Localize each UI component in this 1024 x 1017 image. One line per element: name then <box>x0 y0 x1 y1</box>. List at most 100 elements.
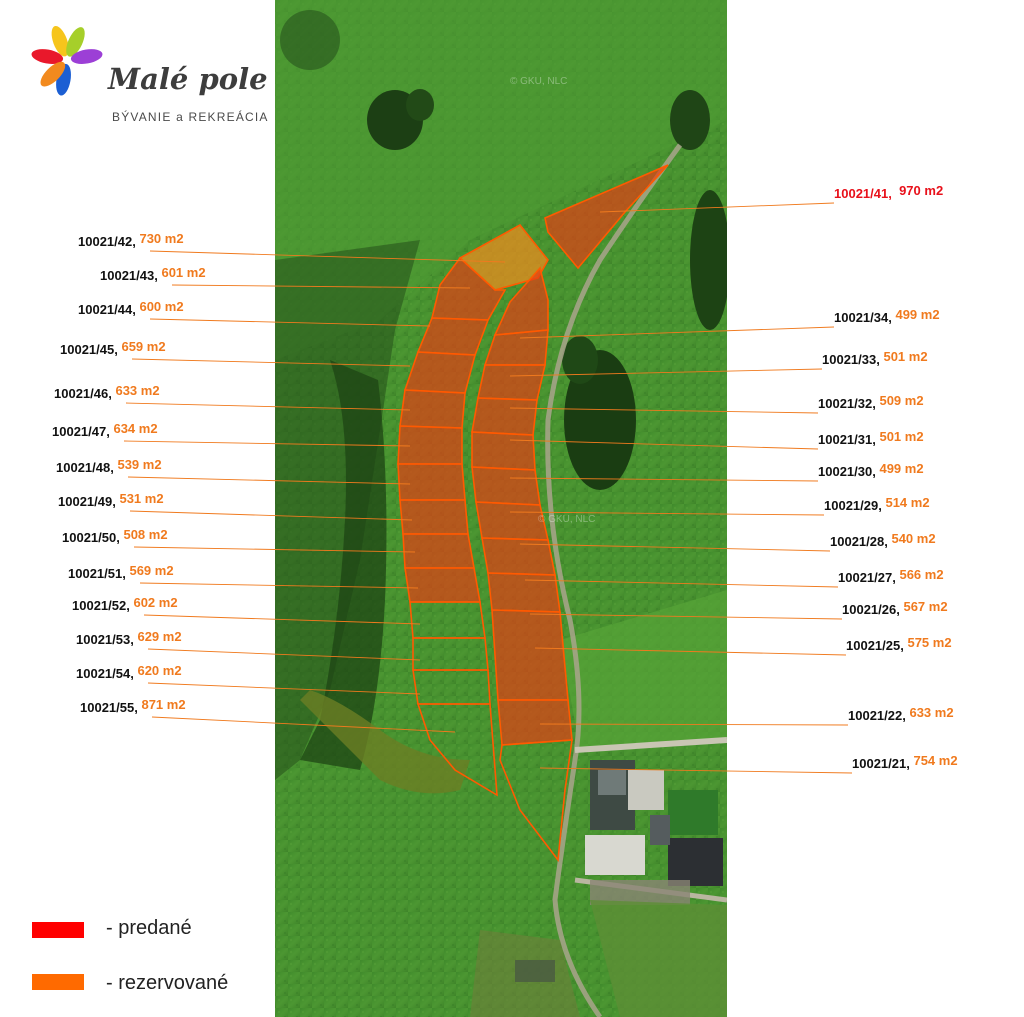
plot-id: 10021/29 <box>824 498 879 513</box>
plot-label-10021-42[interactable]: 10021/42, 730 m2 <box>78 231 184 250</box>
plot-id: 10021/44 <box>78 302 133 317</box>
plot-id: 10021/21 <box>852 756 907 771</box>
plot-label-10021-47[interactable]: 10021/47, 634 m2 <box>52 421 158 440</box>
plot-label-10021-33[interactable]: 10021/33, 501 m2 <box>822 349 928 368</box>
leader-line-10021-45 <box>131 358 411 367</box>
plot-area: 566 m2 <box>899 567 944 582</box>
plot-area: 659 m2 <box>121 339 166 354</box>
plot-10021-50[interactable] <box>402 533 475 569</box>
plot-separator: , <box>872 432 880 447</box>
plot-label-10021-34[interactable]: 10021/34, 499 m2 <box>834 307 940 326</box>
plot-separator: , <box>130 632 138 647</box>
plot-10021-52[interactable] <box>409 601 486 639</box>
plot-10021-48[interactable] <box>397 463 466 501</box>
plot-label-10021-48[interactable]: 10021/48, 539 m2 <box>56 457 162 476</box>
plot-separator: , <box>900 638 908 653</box>
plot-id: 10021/27 <box>838 570 893 585</box>
plot-id: 10021/53 <box>76 632 131 647</box>
plot-10021-30[interactable] <box>471 431 536 471</box>
logo-petal <box>70 49 103 64</box>
plot-10021-21[interactable] <box>499 739 573 863</box>
plot-10021-49[interactable] <box>399 499 469 535</box>
plot-10021-31[interactable] <box>471 397 538 436</box>
plot-10021-32[interactable] <box>477 364 547 401</box>
leader-line-10021-51 <box>139 582 419 589</box>
logo-title: Malé pole <box>108 62 268 96</box>
plot-10021-55[interactable] <box>416 703 498 797</box>
plot-10021-22[interactable] <box>497 699 573 746</box>
plot-label-10021-30[interactable]: 10021/30, 499 m2 <box>818 461 924 480</box>
plot-label-10021-31[interactable]: 10021/31, 501 m2 <box>818 429 924 448</box>
plot-10021-29[interactable] <box>471 466 541 506</box>
plot-id: 10021/22 <box>848 708 903 723</box>
plot-label-10021-50[interactable]: 10021/50, 508 m2 <box>62 527 168 546</box>
leader-line-10021-31 <box>509 439 819 450</box>
plot-label-10021-27[interactable]: 10021/27, 566 m2 <box>838 567 944 586</box>
plot-area: 633 m2 <box>909 705 954 720</box>
plot-area: 508 m2 <box>123 527 168 542</box>
plot-10021-41[interactable] <box>544 164 669 270</box>
plot-id: 10021/45 <box>60 342 115 357</box>
plot-area: 499 m2 <box>879 461 924 476</box>
plot-separator: , <box>888 186 900 201</box>
plot-label-10021-29[interactable]: 10021/29, 514 m2 <box>824 495 930 514</box>
plot-label-10021-28[interactable]: 10021/28, 540 m2 <box>830 531 936 550</box>
plot-10021-51[interactable] <box>404 567 481 603</box>
plot-10021-34[interactable] <box>493 266 549 336</box>
plot-10021-33[interactable] <box>483 329 549 366</box>
plot-id: 10021/46 <box>54 386 109 401</box>
plot-area: 509 m2 <box>879 393 924 408</box>
plot-area: 754 m2 <box>913 753 958 768</box>
leader-line-10021-48 <box>127 476 411 485</box>
leader-line-10021-54 <box>147 682 421 695</box>
plot-area: 871 m2 <box>141 697 186 712</box>
plot-label-10021-46[interactable]: 10021/46, 633 m2 <box>54 383 160 402</box>
plot-label-10021-25[interactable]: 10021/25, 575 m2 <box>846 635 952 654</box>
plot-label-10021-53[interactable]: 10021/53, 629 m2 <box>76 629 182 648</box>
plot-area: 629 m2 <box>137 629 182 644</box>
leader-line-10021-47 <box>123 440 411 447</box>
plot-area: 501 m2 <box>883 349 928 364</box>
plot-label-10021-21[interactable]: 10021/21, 754 m2 <box>852 753 958 772</box>
plot-area: 499 m2 <box>895 307 940 322</box>
plot-id: 10021/51 <box>68 566 123 581</box>
plot-10021-25[interactable] <box>491 609 569 701</box>
plot-label-10021-22[interactable]: 10021/22, 633 m2 <box>848 705 954 724</box>
plot-10021-46[interactable] <box>399 389 466 429</box>
plot-label-10021-45[interactable]: 10021/45, 659 m2 <box>60 339 166 358</box>
logo-flower-icon <box>31 25 103 96</box>
plot-area: 620 m2 <box>137 663 182 678</box>
plot-area: 730 m2 <box>139 231 184 246</box>
plot-label-10021-51[interactable]: 10021/51, 569 m2 <box>68 563 174 582</box>
plot-label-10021-43[interactable]: 10021/43, 601 m2 <box>100 265 206 284</box>
plot-id: 10021/54 <box>76 666 131 681</box>
logo-petal <box>40 61 66 87</box>
leader-line-10021-32 <box>509 407 819 414</box>
plot-label-10021-32[interactable]: 10021/32, 509 m2 <box>818 393 924 412</box>
plot-10021-53[interactable] <box>412 637 489 671</box>
plot-label-10021-52[interactable]: 10021/52, 602 m2 <box>72 595 178 614</box>
plot-label-10021-41[interactable]: 10021/41, 970 m2 <box>834 183 944 202</box>
plot-separator: , <box>872 396 880 411</box>
plot-id: 10021/42 <box>78 234 133 249</box>
plot-10021-54[interactable] <box>412 669 491 705</box>
plot-area: 970 m2 <box>899 183 944 198</box>
plot-10021-45[interactable] <box>403 351 477 394</box>
plot-separator: , <box>116 530 124 545</box>
watermark-middle: © GKU, NLC <box>538 514 596 525</box>
plot-label-10021-55[interactable]: 10021/55, 871 m2 <box>80 697 186 716</box>
plot-area: 540 m2 <box>891 531 936 546</box>
plot-label-10021-49[interactable]: 10021/49, 531 m2 <box>58 491 164 510</box>
plot-10021-26[interactable] <box>487 572 561 613</box>
plot-10021-47[interactable] <box>397 425 463 465</box>
plot-separator: , <box>112 494 120 509</box>
plot-label-10021-44[interactable]: 10021/44, 600 m2 <box>78 299 184 318</box>
plot-label-10021-26[interactable]: 10021/26, 567 m2 <box>842 599 948 618</box>
leader-line-10021-34 <box>519 326 835 339</box>
plot-id: 10021/34 <box>834 310 889 325</box>
plot-separator: , <box>896 602 904 617</box>
plot-layer <box>397 164 669 863</box>
plot-label-10021-54[interactable]: 10021/54, 620 m2 <box>76 663 182 682</box>
plot-id: 10021/52 <box>72 598 127 613</box>
plot-10021-27[interactable] <box>481 537 556 576</box>
